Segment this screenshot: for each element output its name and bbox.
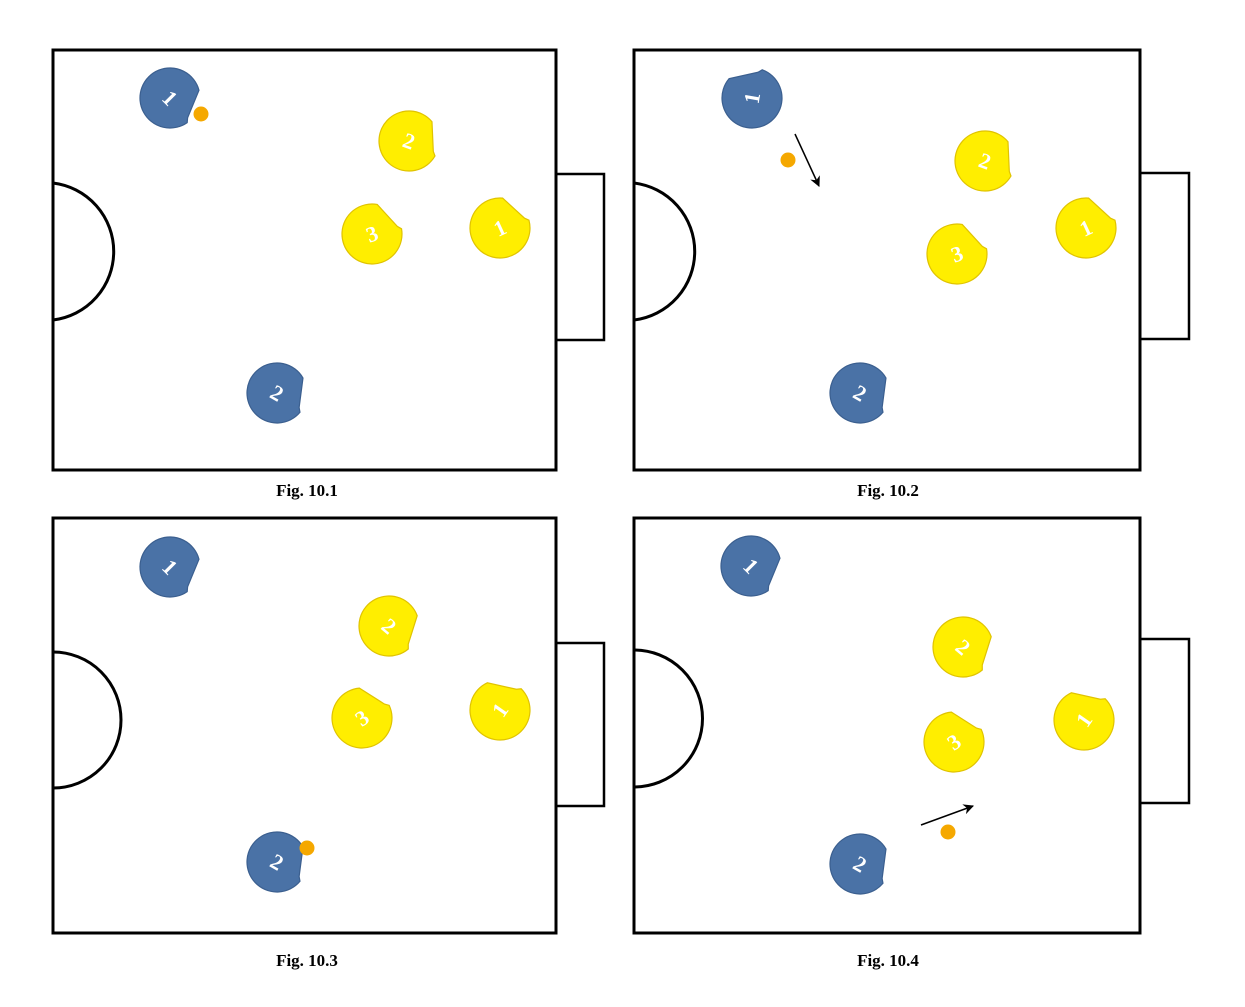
player-yellow-1: 1 xyxy=(1055,197,1117,259)
figure-caption: Fig. 10.1 xyxy=(276,481,338,500)
player-yellow-1: 1 xyxy=(469,682,531,741)
player-yellow-3: 3 xyxy=(926,223,988,285)
player-marker xyxy=(1053,692,1115,751)
player-yellow-2: 2 xyxy=(932,616,992,678)
player-marker xyxy=(378,110,436,172)
player-marker xyxy=(139,67,200,129)
player-marker xyxy=(923,711,985,773)
ball xyxy=(193,106,209,122)
player-marker xyxy=(721,69,783,129)
goal-box xyxy=(556,641,606,808)
ball xyxy=(780,152,796,168)
player-yellow-3: 3 xyxy=(923,711,985,773)
movement-arrow xyxy=(920,804,974,826)
player-marker xyxy=(829,833,887,895)
player-marker xyxy=(331,687,393,749)
player-marker xyxy=(1055,197,1117,259)
player-marker xyxy=(246,362,304,424)
player-yellow-2: 2 xyxy=(358,595,418,657)
goal-box xyxy=(1140,171,1191,341)
penalty-arc xyxy=(52,181,116,322)
player-marker xyxy=(139,536,200,598)
player-marker xyxy=(932,616,992,678)
penalty-arc xyxy=(52,650,123,790)
figure-caption: Fig. 10.3 xyxy=(276,951,338,970)
player-yellow-3: 3 xyxy=(341,203,403,265)
player-marker xyxy=(358,595,418,657)
figure-caption: Fig. 10.2 xyxy=(857,481,919,500)
player-blue-1: 1 xyxy=(139,67,200,129)
player-yellow-1: 1 xyxy=(1053,692,1115,751)
figure-caption: Fig. 10.4 xyxy=(857,951,919,970)
player-marker xyxy=(926,223,988,285)
player-yellow-3: 3 xyxy=(331,687,393,749)
player-blue-2: 2 xyxy=(246,831,304,893)
player-marker xyxy=(829,362,887,424)
player-number: 1 xyxy=(739,90,766,105)
player-blue-2: 2 xyxy=(829,362,887,424)
player-marker xyxy=(341,203,403,265)
player-yellow-2: 2 xyxy=(954,130,1012,192)
player-marker xyxy=(720,535,781,597)
player-blue-1: 1 xyxy=(721,69,783,129)
player-yellow-1: 1 xyxy=(469,197,531,259)
player-blue-1: 1 xyxy=(139,536,200,598)
pitch-outline xyxy=(632,48,1142,472)
movement-arrow xyxy=(794,133,820,187)
player-blue-2: 2 xyxy=(829,833,887,895)
player-marker xyxy=(469,682,531,741)
player-marker xyxy=(954,130,1012,192)
pitch-outline xyxy=(51,48,558,472)
penalty-arc xyxy=(633,648,704,789)
ball xyxy=(940,824,956,840)
player-blue-2: 2 xyxy=(246,362,304,424)
pitch-outline xyxy=(51,516,558,935)
ball xyxy=(299,840,315,856)
player-yellow-2: 2 xyxy=(378,110,436,172)
goal-box xyxy=(1140,637,1191,805)
player-marker xyxy=(469,197,531,259)
player-blue-1: 1 xyxy=(720,535,781,597)
player-marker xyxy=(246,831,304,893)
penalty-arc xyxy=(633,181,697,322)
goal-box xyxy=(556,172,606,342)
